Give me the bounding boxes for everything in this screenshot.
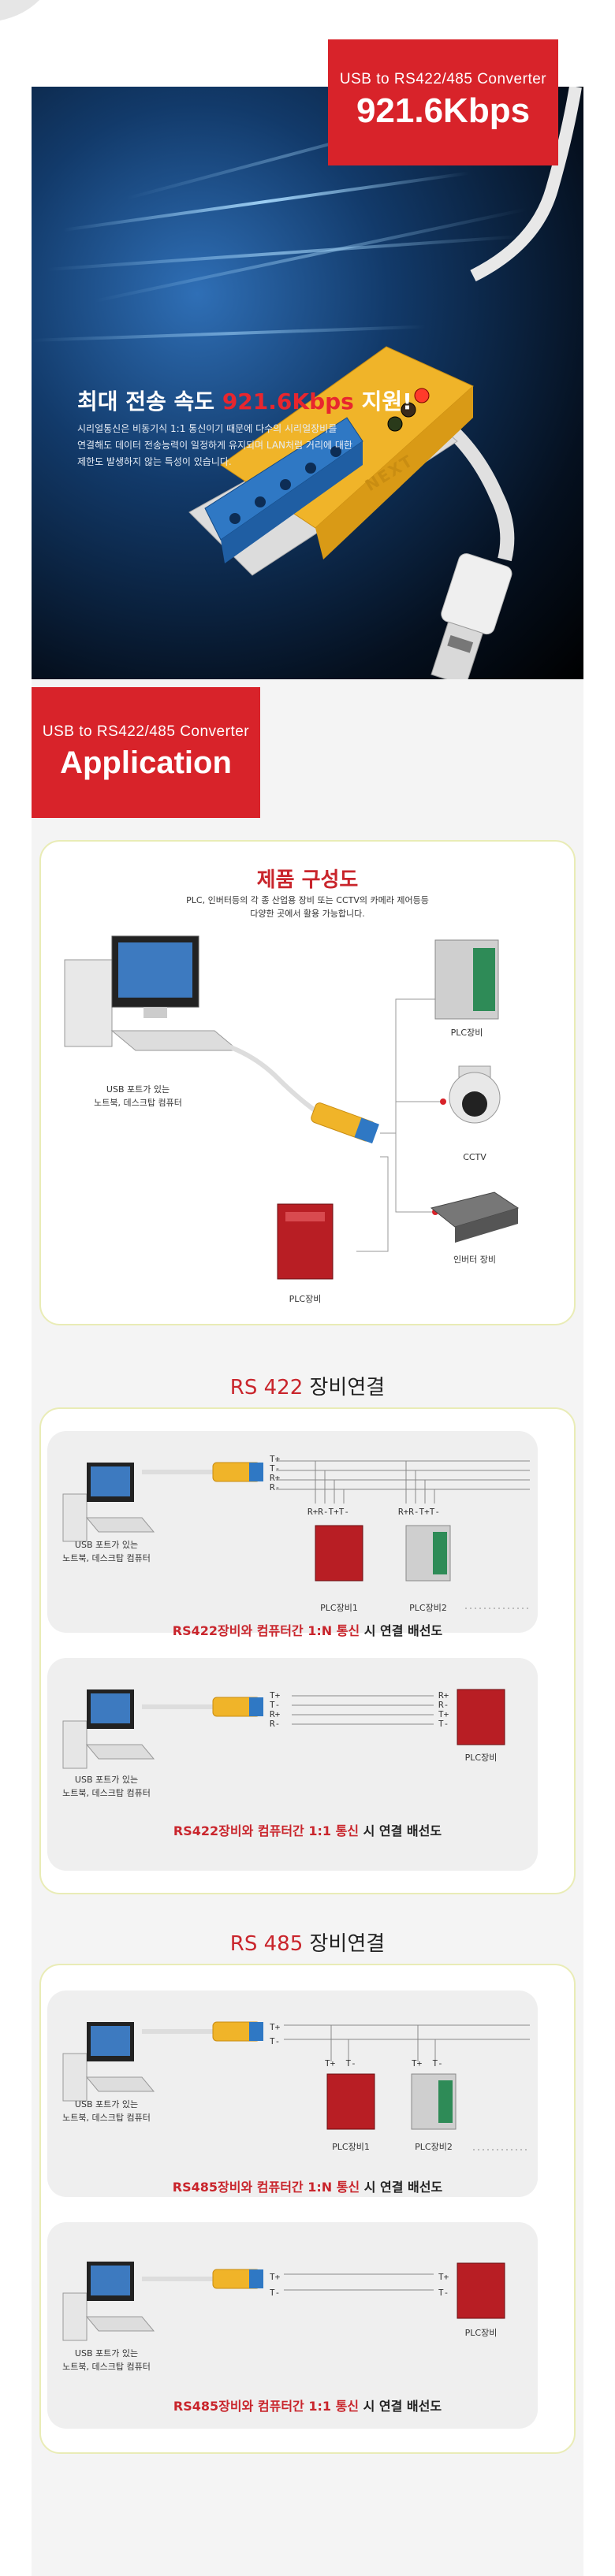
composition-inverter-label: 인버터 장비 xyxy=(453,1255,497,1265)
application-badge: USB to RS422/485 Converter Application xyxy=(32,687,260,818)
rs422-node2-pins: R+R-T+T- xyxy=(398,1507,440,1517)
composition-diagram xyxy=(64,935,520,1280)
rs485-1n-caption: RS485장비와 컴퓨터간 1:N 통신 시 연결 배선도 xyxy=(172,2180,443,2195)
composition-pc-label: USB 포트가 있는 노트북, 데스크탑 컴퓨터 xyxy=(94,1084,182,1108)
converter-illustration xyxy=(188,87,582,679)
rs422-section-title: RS 422 장비연결 xyxy=(229,1376,386,1400)
rs422-1n-caption: RS422장비와 컴퓨터간 1:N 통신 시 연결 배선도 xyxy=(172,1623,443,1638)
rs485-plc-label: PLC장비 xyxy=(464,2328,498,2338)
rs485-11-wire-labels: T+T- xyxy=(270,2272,281,2298)
composition-title: 제품 구성도 xyxy=(256,868,359,892)
rs485-plc2-label: PLC장비2 xyxy=(415,2142,453,2152)
composition-panel: 제품 구성도 PLC, 인버터등의 각 종 산업용 장비 또는 CCTV의 카메… xyxy=(39,840,576,1325)
composition-plc-bottom-label: PLC장비 xyxy=(289,1294,322,1304)
rs422-device-pins: R+R- T+T- xyxy=(438,1690,449,1729)
rs485-device-pins: T+T- xyxy=(438,2272,449,2298)
rs485-node2-pins: T+ T- xyxy=(412,2058,443,2069)
composition-plc-top-label: PLC장비 xyxy=(450,1028,483,1038)
rs422-wire-labels: T+T- R+R- xyxy=(270,1454,281,1492)
rs422-plc-label: PLC장비 xyxy=(464,1753,498,1763)
rs485-section-title: RS 485 장비연결 xyxy=(229,1932,386,1956)
rs485-plc1-label: PLC장비1 xyxy=(332,2142,370,2152)
rs485-1n-diagram: T+T- T+ T- T+ T- PLC장비1 PLC장비2 USB 포트가 있… xyxy=(47,1991,538,2197)
hero-banner: NEXT 최대 전송 속도 921.6Kbps 지원! 시리얼통신은 비동기식 … xyxy=(32,87,583,679)
rs485-node1-pins: T+ T- xyxy=(325,2058,356,2069)
rs422-11-caption: RS422장비와 컴퓨터간 1:1 통신 시 연결 배선도 xyxy=(173,1823,442,1838)
corner-decoration xyxy=(0,0,39,20)
composition-cctv-label: CCTV xyxy=(463,1152,486,1162)
hero-description: 시리얼통신은 비동기식 1:1 통신이기 때문에 다수의 시리얼장비를 연결해도… xyxy=(77,423,352,467)
rs485-wire-labels: T+T- xyxy=(270,2022,281,2046)
rs422-node1-pins: R+R-T+T- xyxy=(308,1507,349,1517)
composition-description: PLC, 인버터등의 각 종 산업용 장비 또는 CCTV의 카메라 제어등등 … xyxy=(186,895,429,919)
rs485-11-caption: RS485장비와 컴퓨터간 1:1 통신 시 연결 배선도 xyxy=(173,2399,442,2414)
rs422-plc2-label: PLC장비2 xyxy=(409,1603,447,1613)
hero-headline: 최대 전송 속도 921.6Kbps 지원! xyxy=(77,388,412,414)
rs422-plc1-label: PLC장비1 xyxy=(320,1603,358,1613)
rs422-11-wire-labels: T+T- R+R- xyxy=(270,1690,281,1729)
rs422-1n-diagram: T+T- R+R- R+R-T+T- R+R-T+T- PLC장비1 PLC장비… xyxy=(47,1431,538,1633)
speed-badge: USB to RS422/485 Converter 921.6Kbps xyxy=(328,39,558,165)
